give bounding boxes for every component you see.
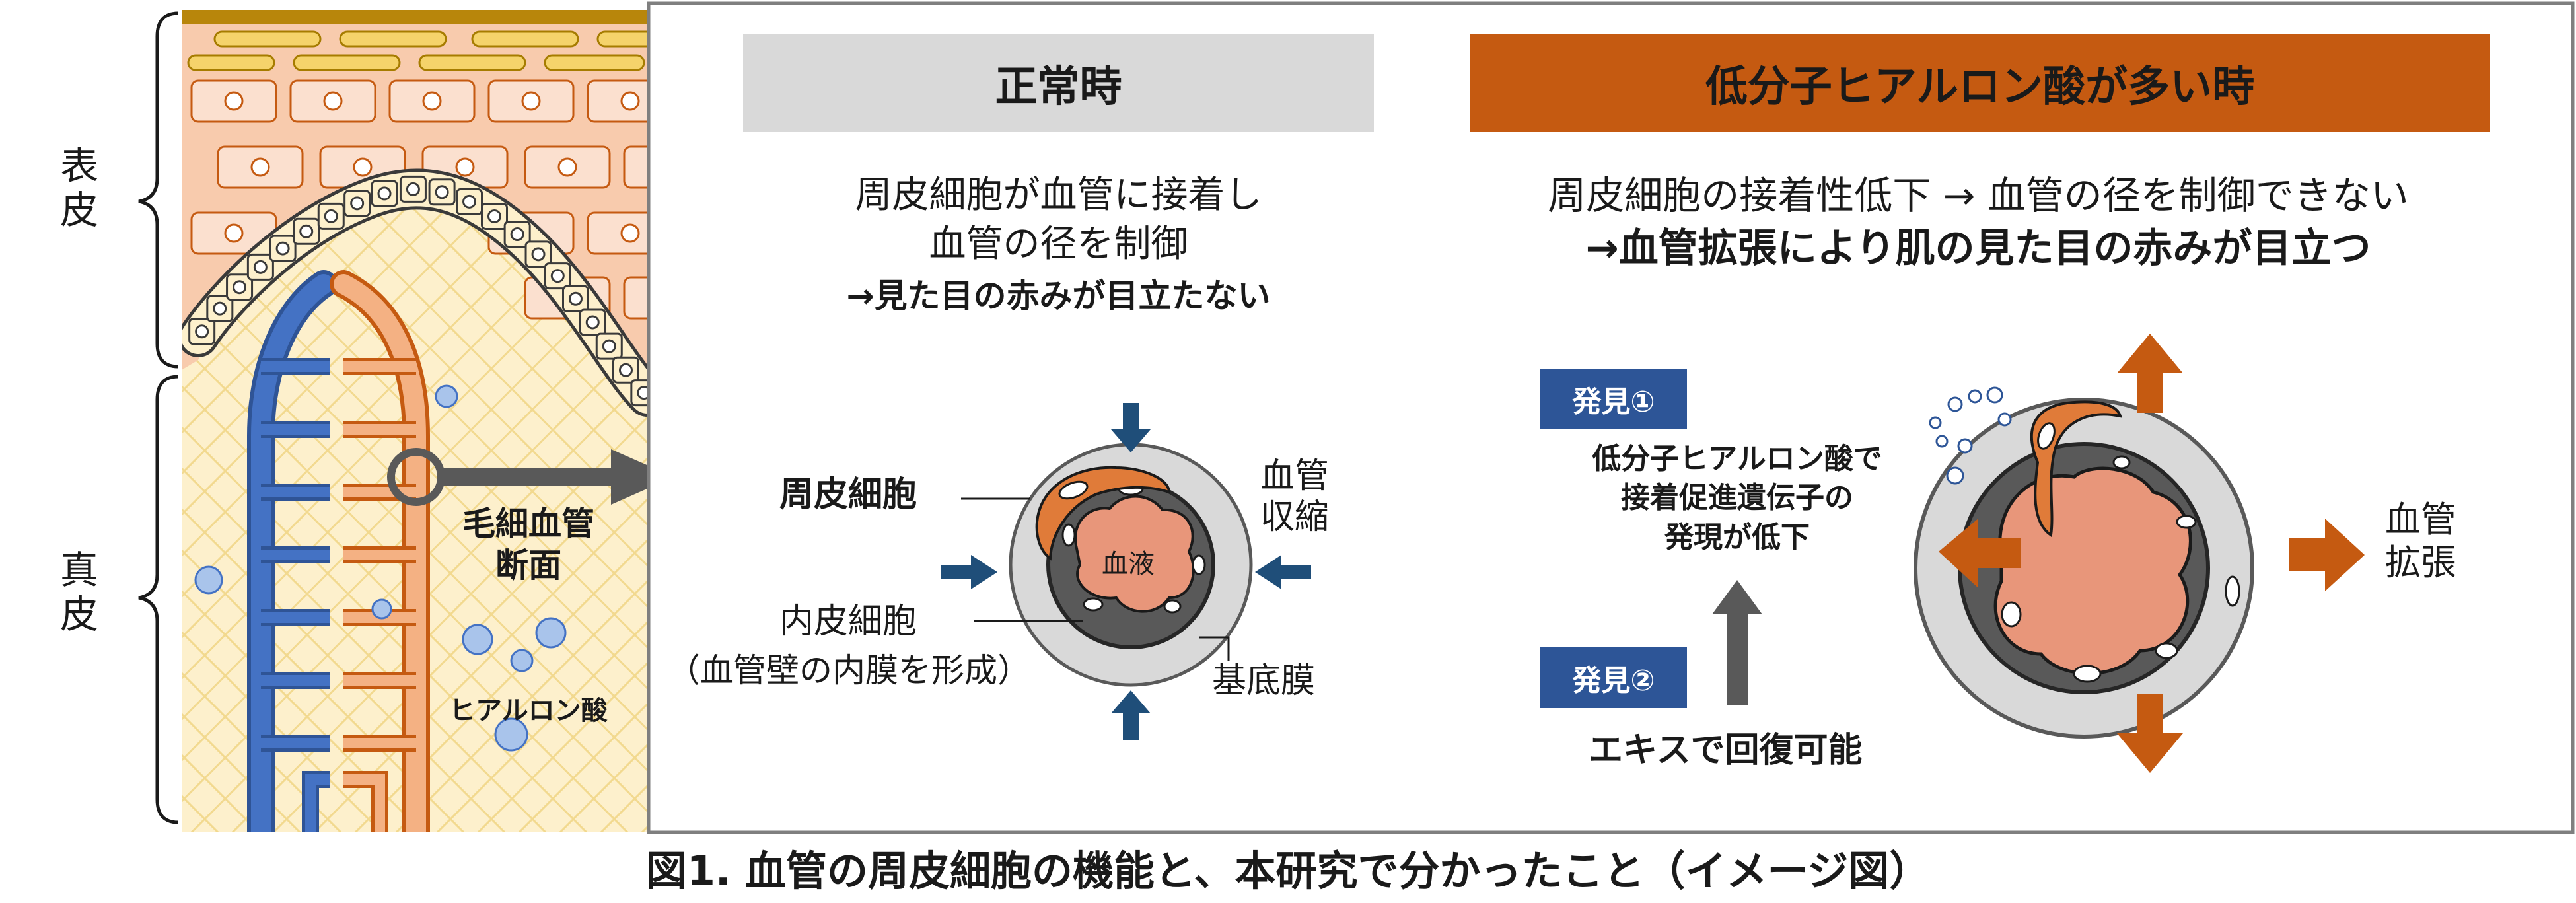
blood-label: 血液	[1102, 549, 1155, 579]
basal-cells	[188, 175, 647, 407]
recovery-up-arrow	[1712, 580, 1762, 705]
basal-cell-nucleus	[253, 260, 268, 274]
normal-vessel	[941, 403, 1311, 740]
cell-nucleus	[250, 157, 270, 177]
cell-nucleus	[455, 157, 475, 177]
basal-cell-nucleus	[585, 315, 600, 330]
free-hyaluronic-fragments	[1929, 386, 2012, 485]
dilated-blood-lumen	[1993, 466, 2192, 675]
basement-label: 基底膜	[1212, 661, 1316, 701]
normal-header-bar	[743, 34, 1374, 132]
basal-cell-nucleus	[618, 363, 633, 377]
basal-cell-nucleus	[377, 186, 392, 201]
basal-cell-nucleus	[462, 194, 477, 209]
basal-cell-nucleus	[350, 196, 365, 211]
corneum-flakes	[187, 30, 647, 71]
high-header-bar	[1470, 34, 2490, 132]
finding1-badge: 発見①	[1540, 369, 1687, 429]
normal-title: 正常時	[995, 63, 1122, 112]
basal-cell-nucleus	[531, 247, 546, 262]
dilation-arrows	[1939, 334, 2365, 773]
epidermis-brace	[138, 11, 179, 369]
hyaluronic-acid-molecules	[194, 384, 567, 752]
constriction-label: 血管 収縮	[1260, 456, 1329, 538]
cell-nucleus	[323, 91, 343, 111]
cell-nucleus	[620, 91, 640, 111]
finding2-badge: 発見②	[1540, 647, 1687, 708]
endothelial-label: 内皮細胞	[779, 602, 917, 641]
epidermal-cell	[587, 79, 647, 123]
epidermal-cell	[623, 276, 647, 320]
dilated-endothelial-nuclei	[2001, 455, 2240, 683]
basal-cell-nucleus	[195, 324, 209, 339]
cell-nucleus	[620, 223, 640, 243]
high-title: 低分子ヒアルロン酸が多い時	[1705, 63, 2255, 112]
skin-cross-section	[182, 10, 647, 832]
normal-description-3: →見た目の赤みが目立たない	[846, 277, 1271, 315]
dilation-label: 血管 拡張	[2385, 499, 2456, 583]
blood-lumen	[1074, 495, 1195, 613]
basal-cell-nucleus	[568, 291, 583, 306]
dermis-label: 真 皮	[59, 548, 98, 637]
high-description-2: →血管拡張により肌の見た目の赤みが目立つ	[1585, 225, 2371, 271]
magnify-arrow	[439, 449, 674, 505]
stratum-corneum	[182, 10, 647, 24]
basal-cell-nucleus	[637, 386, 647, 400]
cell-nucleus	[521, 91, 541, 111]
cell-nucleus	[224, 223, 244, 243]
pericyte-label: 周皮細胞	[779, 475, 917, 515]
high-description-1: 周皮細胞の接着性低下 → 血管の径を制御できない	[1548, 173, 2409, 218]
basal-cell-nucleus	[510, 227, 524, 242]
finding1-text: 低分子ヒアルロン酸で 接着促進遺伝子の 発現が低下	[1592, 442, 1882, 554]
basal-cell-nucleus	[213, 301, 227, 316]
cell-nucleus	[224, 91, 244, 111]
constriction-arrows	[941, 403, 1311, 740]
figure-caption: 図1. 血管の周皮細胞の機能と、本研究で分かったこと（イメージ図）	[645, 847, 1931, 895]
basal-cell-nucleus	[487, 209, 502, 223]
basal-cell-nucleus	[299, 224, 314, 238]
basal-cell-nucleus	[435, 185, 449, 199]
basal-cell-nucleus	[406, 182, 420, 196]
capillary-section-label: 毛細血管 断面	[462, 505, 594, 585]
artery-capillary	[247, 270, 338, 832]
finding2-text: エキスで回復可能	[1589, 731, 1863, 770]
endothelial-note: （血管壁の内膜を形成）	[667, 651, 1030, 690]
basal-cell-nucleus	[324, 209, 338, 223]
basal-cell-nucleus	[602, 339, 616, 353]
basal-cell-nucleus	[275, 241, 290, 256]
vein-capillary	[330, 270, 430, 832]
epidermal-cell	[587, 211, 647, 255]
normal-description-2: 血管の径を制御	[929, 223, 1188, 266]
hyaluronic-label: ヒアルロン酸	[449, 696, 608, 726]
epidermal-cell	[623, 145, 647, 189]
normal-description-1: 周皮細胞が血管に接着し	[855, 174, 1262, 217]
cell-nucleus	[422, 91, 442, 111]
dilated-vessel	[1914, 334, 2365, 773]
basal-cell-nucleus	[550, 269, 565, 283]
basal-cell-nucleus	[233, 280, 247, 295]
dermis-brace	[138, 375, 179, 824]
epidermis-label: 表 皮	[59, 143, 98, 233]
normal-leader-lines	[961, 497, 1230, 661]
cell-nucleus	[353, 157, 373, 177]
cell-nucleus	[557, 157, 577, 177]
